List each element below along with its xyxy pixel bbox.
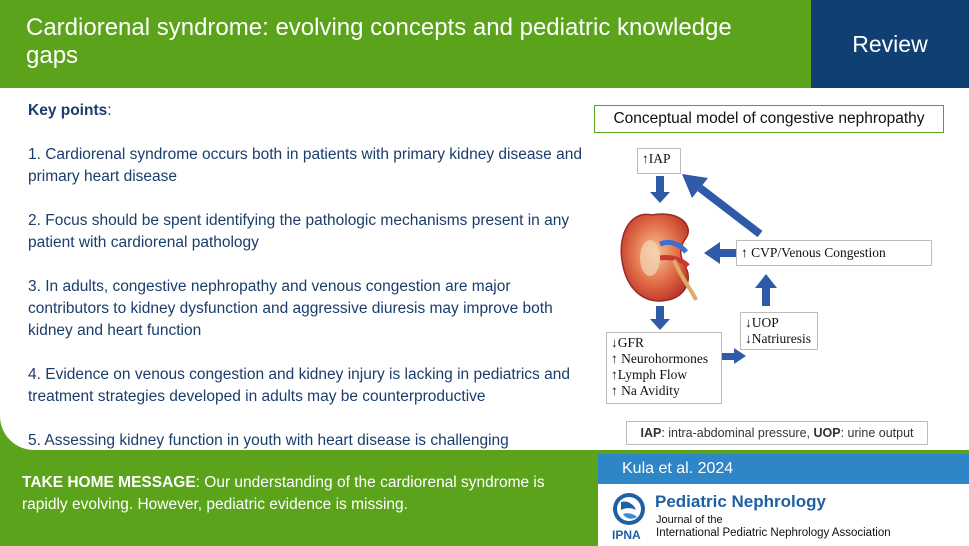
ipna-logo-text: IPNA <box>612 528 641 542</box>
arrow-gfr-to-uop <box>722 348 746 364</box>
kidney-icon <box>620 213 698 302</box>
gfr-line-3: ↑Lymph Flow <box>611 367 688 382</box>
key-point-3: 3. In adults, congestive nephropathy and… <box>28 278 553 339</box>
arrow-cvp-to-kidney <box>704 242 736 264</box>
cvp-box: ↑ CVP/Venous Congestion <box>736 240 932 266</box>
journal-block: IPNA Pediatric Nephrology Journal of the… <box>598 484 969 546</box>
citation-bar: Kula et al. 2024 <box>598 454 969 484</box>
gfr-line-4: ↑ Na Avidity <box>611 383 680 398</box>
diagram-title: Conceptual model of congestive nephropat… <box>594 105 944 133</box>
journal-subtitle-1: Journal of the <box>656 514 723 526</box>
content-panel <box>0 88 969 450</box>
key-point-4: 4. Evidence on venous congestion and kid… <box>28 366 570 405</box>
abbr-iap-def: : intra-abdominal pressure, <box>661 426 814 440</box>
gfr-box: ↓GFR ↑ Neurohormones ↑Lymph Flow ↑ Na Av… <box>606 332 722 404</box>
take-home-text: : Our understanding of the cardiorenal s… <box>22 474 545 513</box>
globe-logo-icon <box>613 493 645 525</box>
gfr-line-1: ↓GFR <box>611 335 645 350</box>
take-home-label: TAKE HOME MESSAGE <box>22 474 196 491</box>
arrow-iap-to-kidney <box>650 176 670 203</box>
abbr-uop-term: UOP <box>813 426 841 440</box>
uop-line-1: ↓UOP <box>745 315 779 330</box>
review-badge: Review <box>811 0 969 88</box>
journal-subtitle-2: International Pediatric Nephrology Assoc… <box>656 527 891 539</box>
citation-text: Kula et al. 2024 <box>622 460 734 477</box>
key-point-1: 1. Cardiorenal syndrome occurs both in p… <box>28 146 582 185</box>
arrow-kidney-to-gfr <box>650 306 670 330</box>
key-point-5: 5. Assessing kidney function in youth wi… <box>28 432 509 449</box>
take-home-message: TAKE HOME MESSAGE: Our understanding of … <box>22 472 582 516</box>
arrow-uop-to-cvp <box>755 274 777 306</box>
abbr-uop-def: : urine output <box>840 426 914 440</box>
iap-box: ↑IAP <box>637 148 681 174</box>
key-points: Key points: 1. Cardiorenal syndrome occu… <box>28 100 588 452</box>
uop-line-2: ↓Natriuresis <box>745 331 811 346</box>
page-title: Cardiorenal syndrome: evolving concepts … <box>26 14 732 69</box>
review-label: Review <box>852 30 928 57</box>
abbreviation-legend: IAP: intra-abdominal pressure, UOP: urin… <box>626 421 928 445</box>
key-point-2: 2. Focus should be spent identifying the… <box>28 212 570 251</box>
congestive-nephropathy-diagram <box>620 174 777 364</box>
journal-name: Pediatric Nephrology <box>655 492 826 511</box>
abbr-iap-term: IAP <box>640 426 662 440</box>
gfr-line-2: ↑ Neurohormones <box>611 351 709 366</box>
arrow-cvp-to-iap <box>682 174 763 238</box>
key-points-heading: Key points <box>28 102 108 119</box>
uop-box: ↓UOP ↓Natriuresis <box>740 312 818 350</box>
header-bar: Cardiorenal syndrome: evolving concepts … <box>0 0 811 88</box>
key-points-colon: : <box>107 102 112 119</box>
